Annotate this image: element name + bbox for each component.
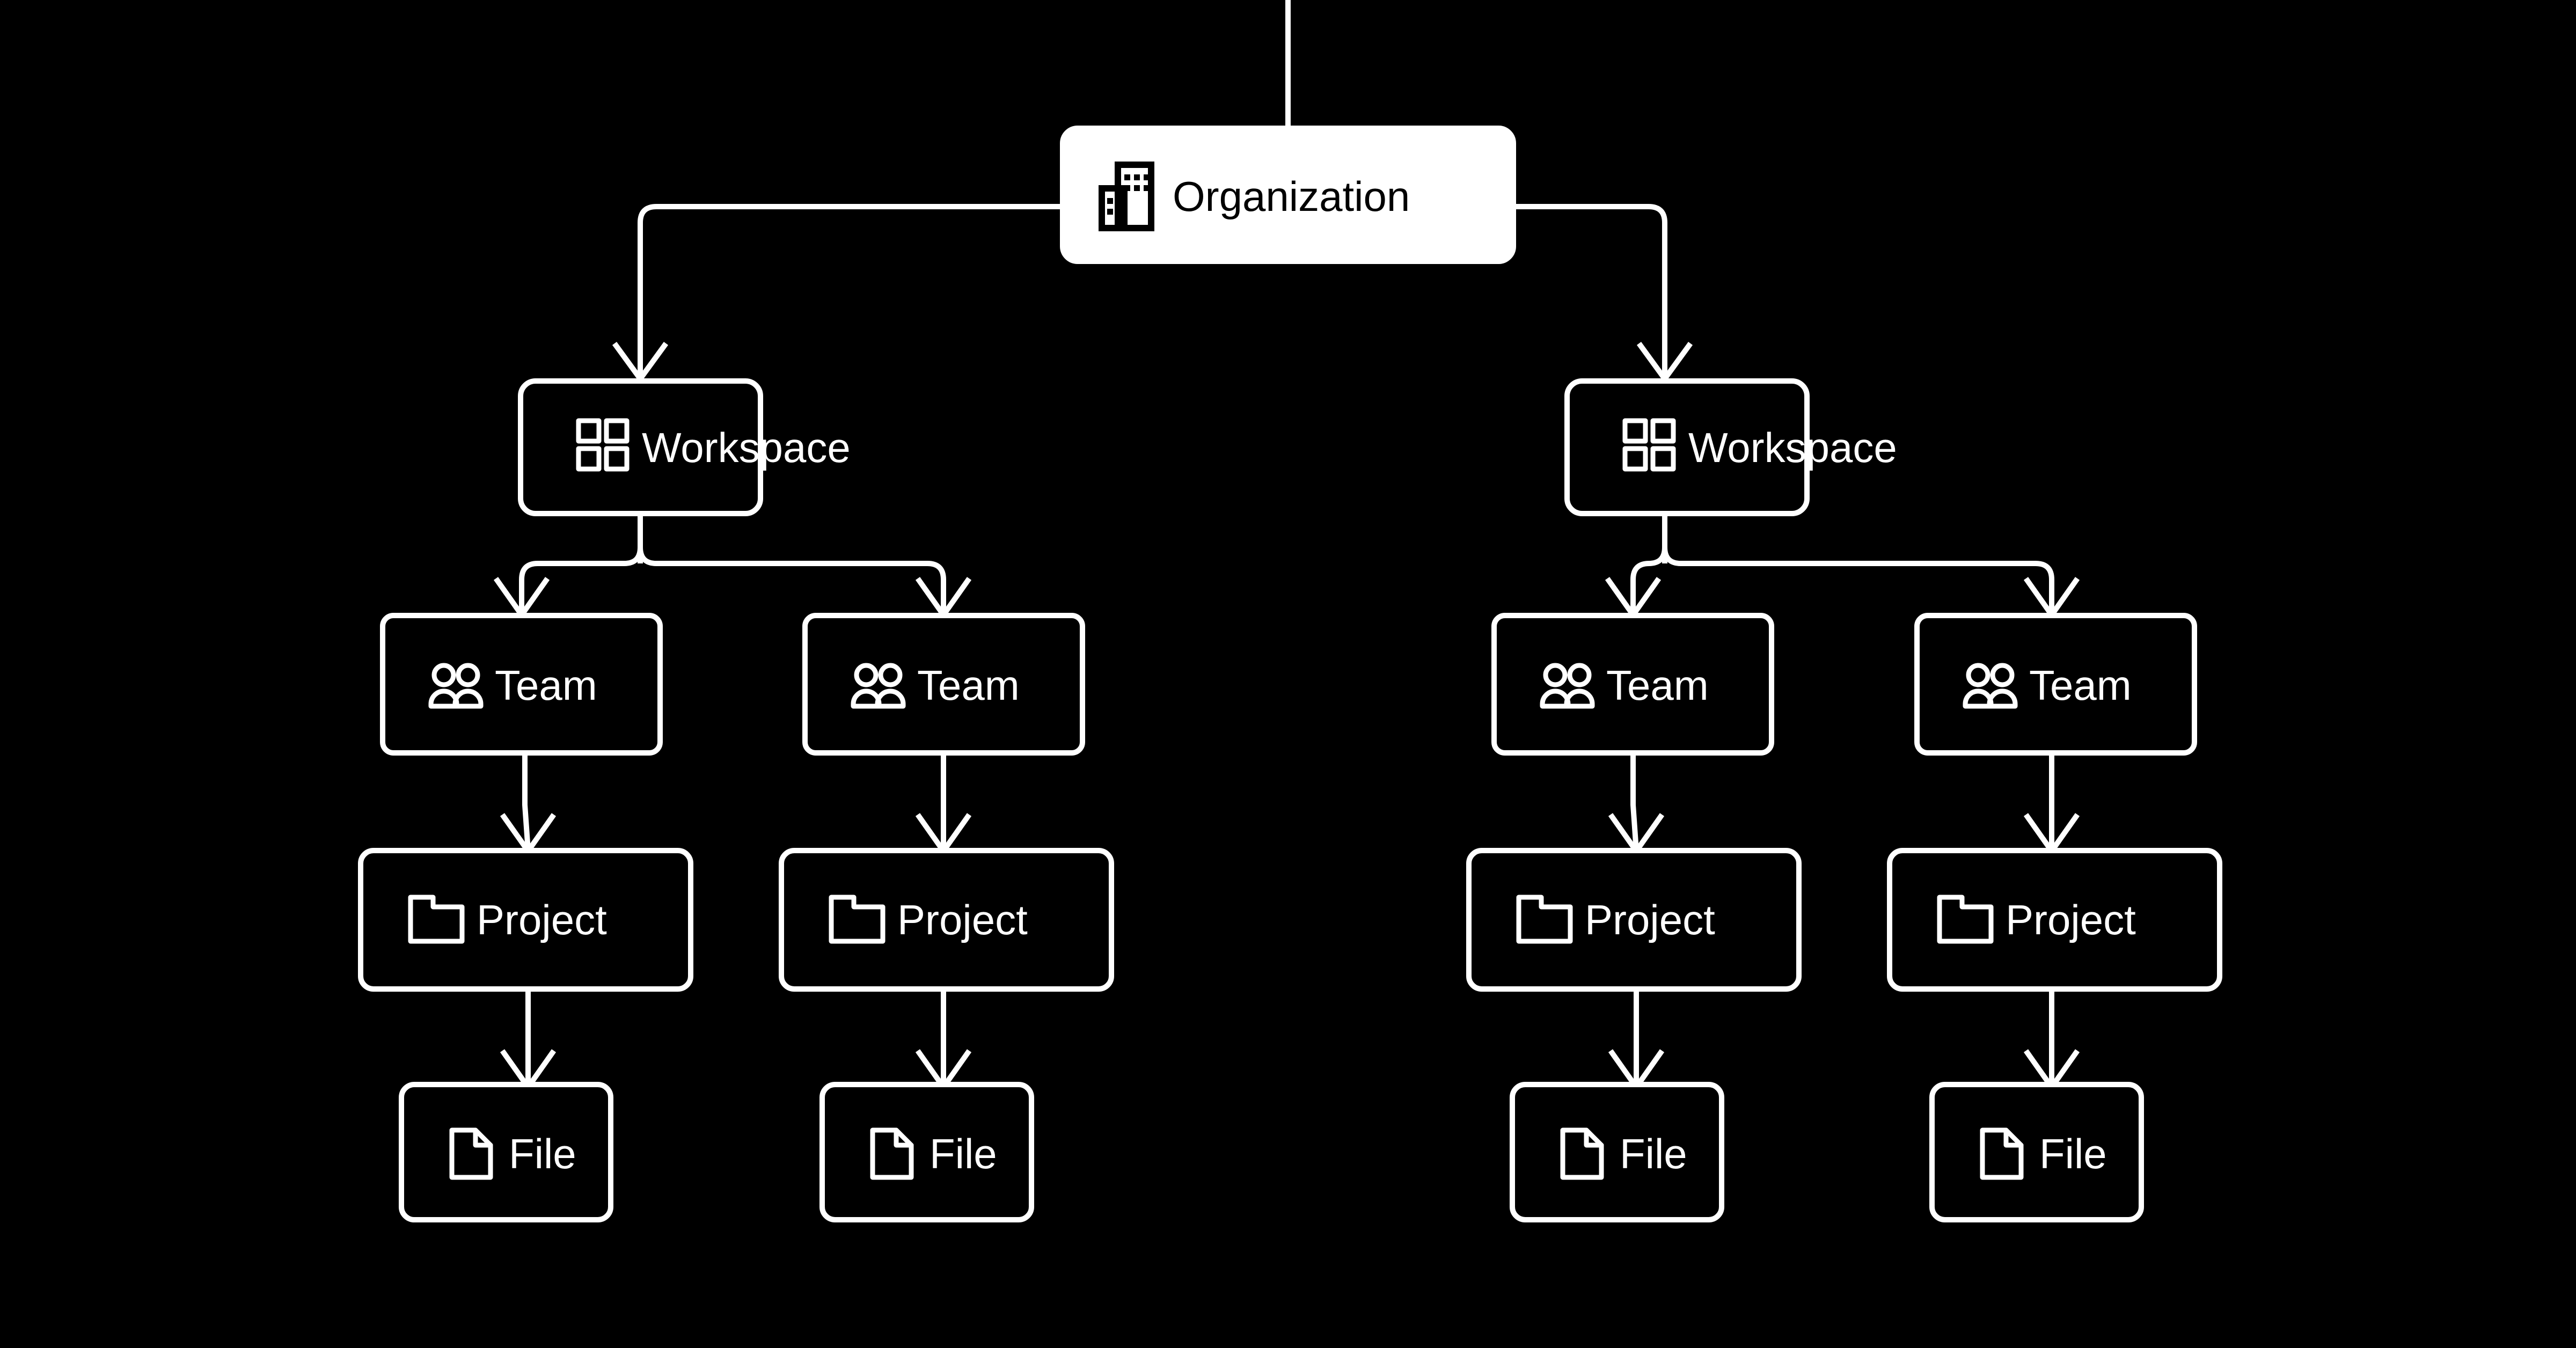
folder-icon (1937, 895, 1994, 944)
node-workspace-right-label: Workspace (1688, 424, 1897, 471)
edge-workspace-right-to-team-4 (1662, 514, 2054, 612)
node-project-1-box[interactable] (358, 848, 693, 992)
node-project-1[interactable]: Project (358, 848, 693, 992)
node-file-3[interactable]: File (1510, 1082, 1724, 1222)
edge-workspace-right-to-team-3 (1630, 514, 1667, 612)
node-project-4-label: Project (2006, 896, 2136, 943)
folder-icon (408, 895, 465, 944)
building-icon (1099, 162, 1154, 231)
node-team-4-box[interactable] (1914, 613, 2197, 756)
users-icon (851, 663, 906, 709)
node-organization-label: Organization (1173, 173, 1410, 220)
node-project-4[interactable]: Project (1887, 848, 2222, 992)
grid-icon (576, 418, 630, 472)
document-icon (449, 1127, 493, 1180)
node-team-2-label: Team (917, 662, 1020, 709)
edge-team-3-to-project-3 (1630, 753, 1639, 851)
edge-team-1-to-project-1 (522, 753, 531, 851)
node-team-1-box[interactable] (380, 613, 663, 756)
node-organization-box[interactable] (1060, 126, 1516, 264)
node-project-2[interactable]: Project (779, 848, 1114, 992)
document-icon (870, 1127, 914, 1180)
node-workspace-left-label: Workspace (642, 424, 851, 471)
node-project-4-box[interactable] (1887, 848, 2222, 992)
node-project-3-box[interactable] (1466, 848, 1802, 992)
node-team-1[interactable]: Team (380, 613, 663, 756)
node-file-3-box[interactable] (1510, 1082, 1724, 1222)
node-project-2-box[interactable] (779, 848, 1114, 992)
node-file-1[interactable]: File (399, 1082, 613, 1222)
node-file-1-label: File (509, 1130, 576, 1177)
node-file-2-label: File (930, 1130, 997, 1177)
node-team-3[interactable]: Team (1491, 613, 1774, 756)
node-file-2-box[interactable] (819, 1082, 1034, 1222)
node-team-3-box[interactable] (1491, 613, 1774, 756)
node-team-2[interactable]: Team (802, 613, 1085, 756)
node-project-2-label: Project (897, 896, 1028, 943)
node-file-4-label: File (2039, 1130, 2107, 1177)
users-icon (1963, 663, 2018, 709)
node-project-3-label: Project (1585, 896, 1715, 943)
node-workspace-right-box[interactable] (1564, 378, 1810, 516)
node-file-4[interactable]: File (1929, 1082, 2144, 1222)
users-icon (428, 663, 484, 709)
edge-workspace-left-to-team-1 (519, 514, 643, 612)
node-workspace-right[interactable]: Workspace (1564, 378, 1897, 516)
node-project-1-label: Project (477, 896, 607, 943)
node-organization[interactable]: Organization (1060, 126, 1516, 264)
node-file-2[interactable]: File (819, 1082, 1034, 1222)
node-team-4[interactable]: Team (1914, 613, 2197, 756)
document-icon (1980, 1127, 2024, 1180)
node-workspace-left-box[interactable] (518, 378, 763, 516)
folder-icon (1516, 895, 1573, 944)
grid-icon (1622, 418, 1676, 472)
node-team-4-label: Team (2029, 662, 2132, 709)
node-team-2-box[interactable] (802, 613, 1085, 756)
document-icon (1560, 1127, 1604, 1180)
node-file-1-box[interactable] (399, 1082, 613, 1222)
users-icon (1540, 663, 1595, 709)
node-project-3[interactable]: Project (1466, 848, 1802, 992)
folder-icon (829, 895, 885, 944)
node-workspace-left[interactable]: Workspace (518, 378, 851, 516)
edge-workspace-left-to-team-2 (638, 514, 946, 612)
node-team-3-label: Team (1606, 662, 1709, 709)
node-file-3-label: File (1620, 1130, 1687, 1177)
node-file-4-box[interactable] (1929, 1082, 2144, 1222)
node-team-1-label: Team (495, 662, 597, 709)
